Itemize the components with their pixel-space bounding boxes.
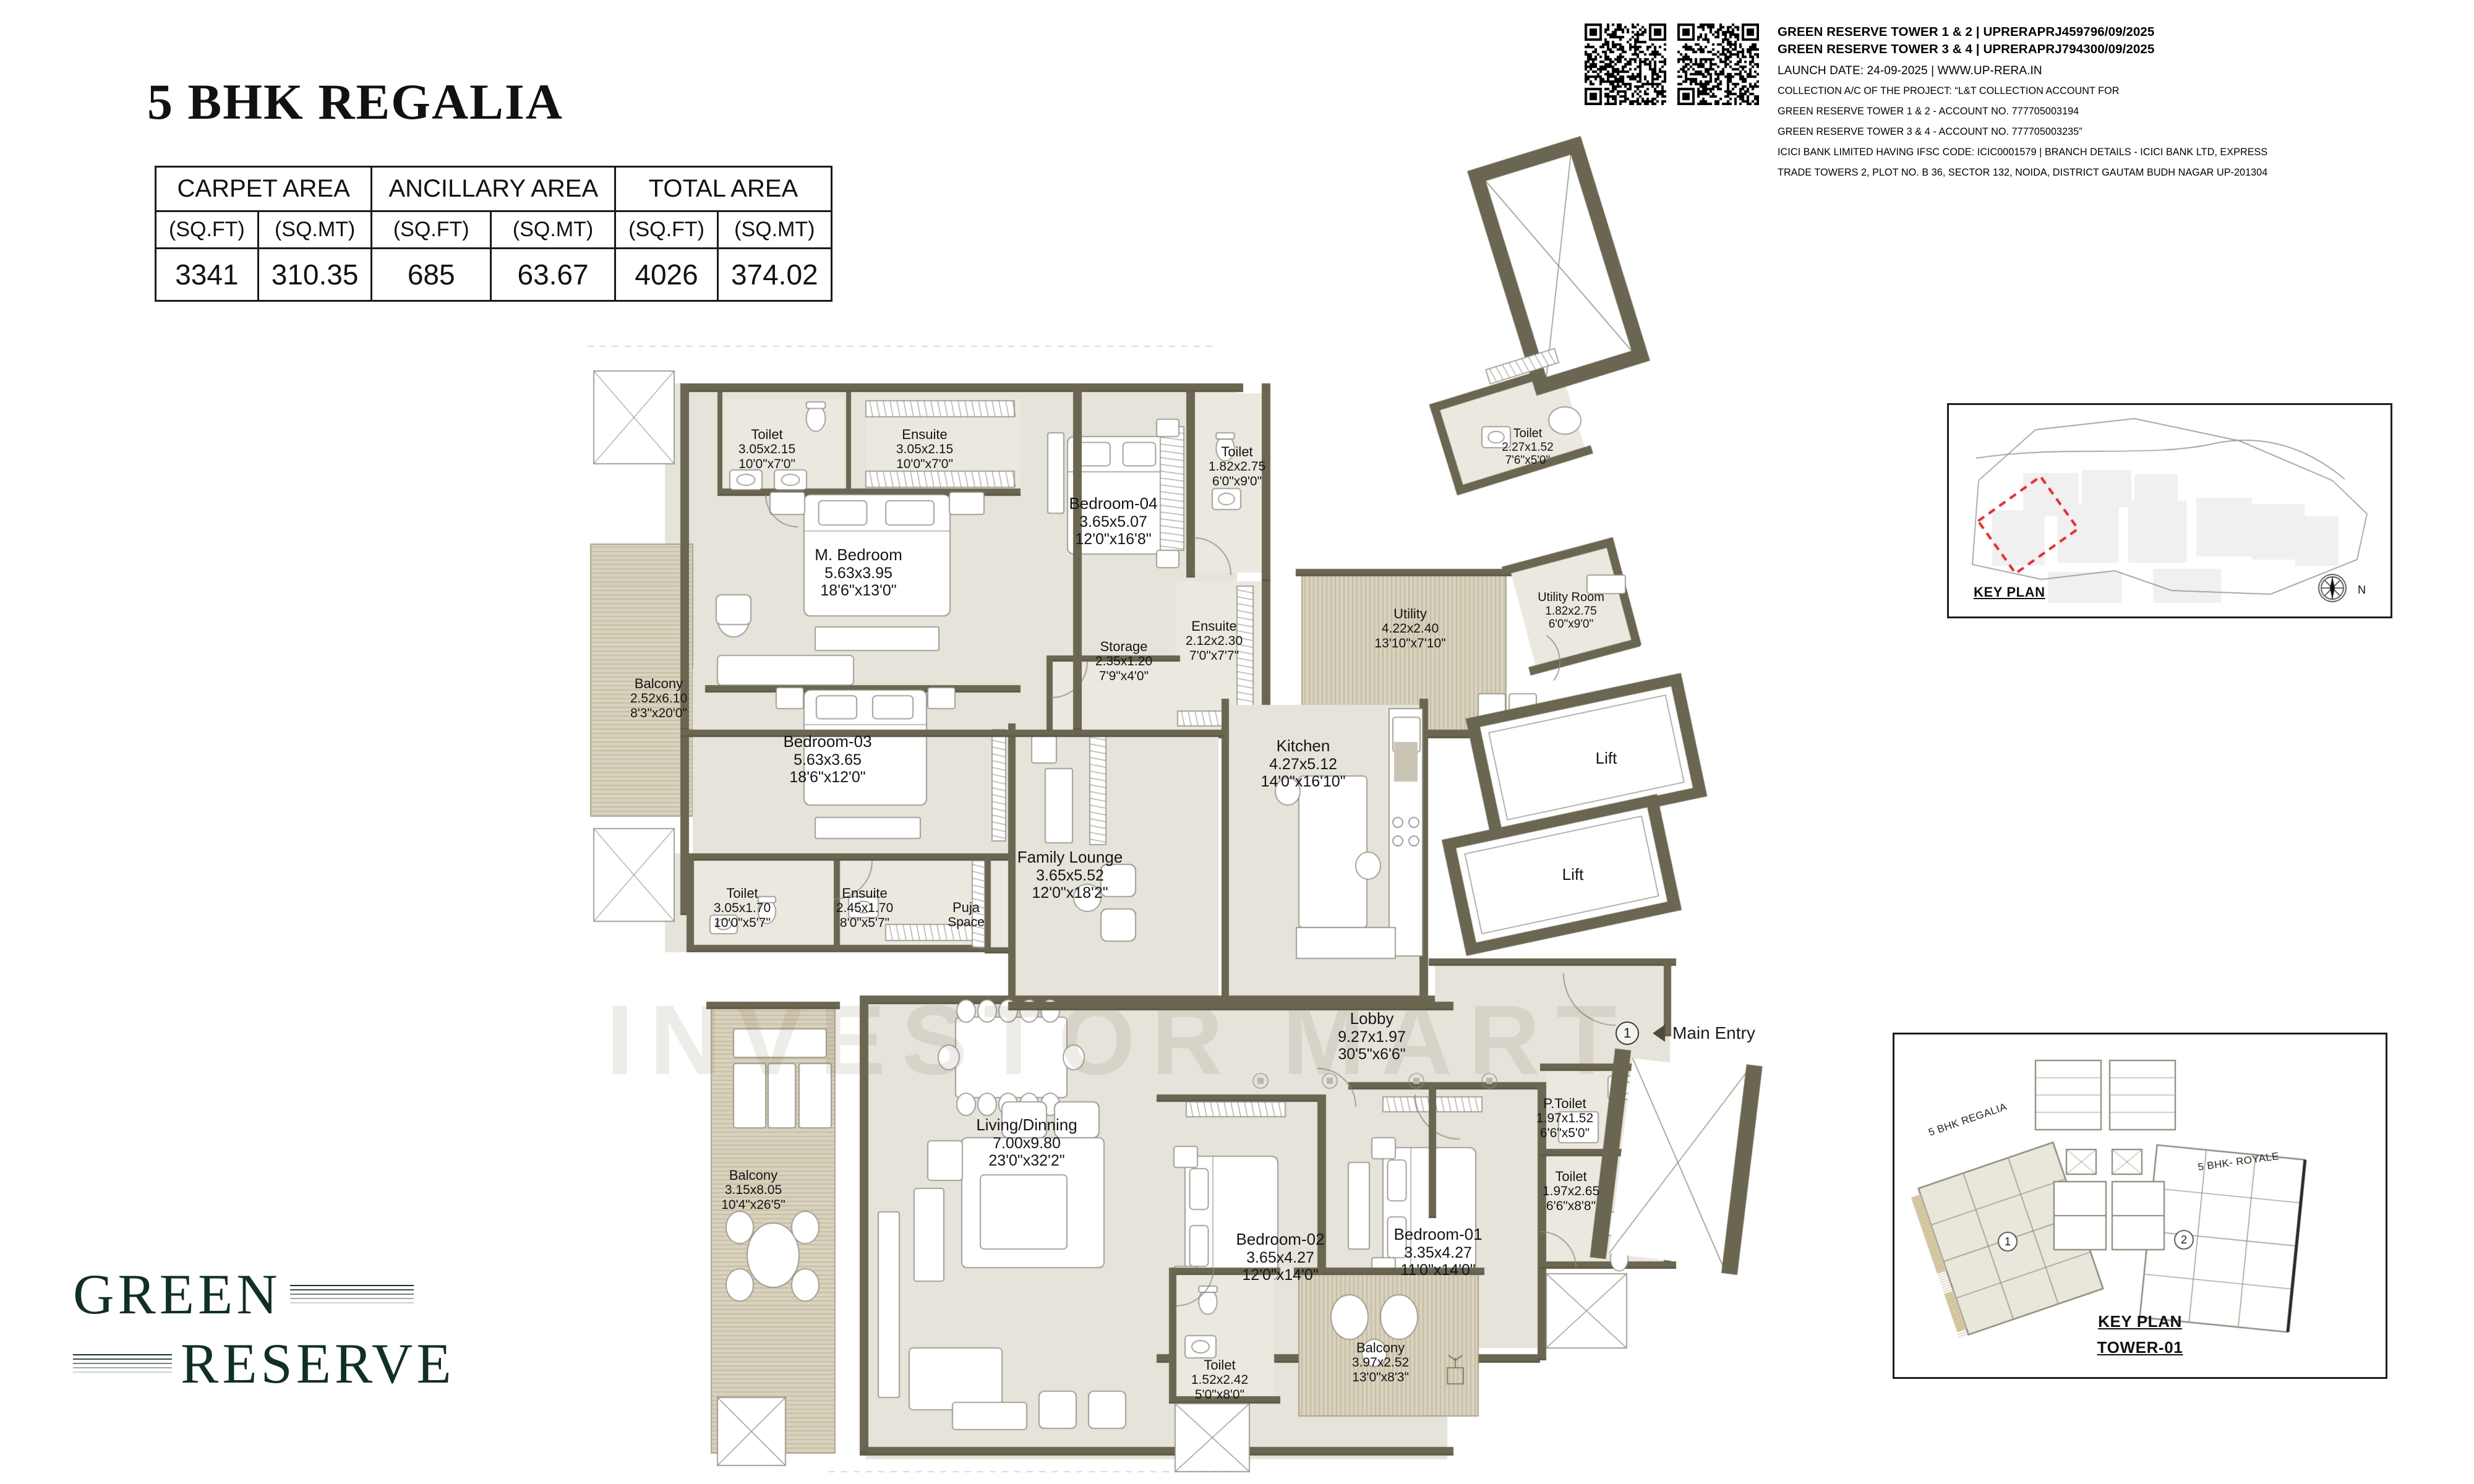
- logo-text-reserve: RESERVE: [181, 1332, 455, 1395]
- logo-row-green: GREEN: [73, 1261, 506, 1327]
- key-plan-tower-drawing: [1894, 1034, 2386, 1377]
- key-plan-tower-title: KEY PLAN: [2098, 1312, 2182, 1331]
- compass-icon: [2315, 571, 2350, 605]
- logo-row-reserve: RESERVE: [73, 1331, 506, 1396]
- entry-marker-1: 1: [1616, 1021, 1639, 1045]
- key-plan-site-panel: KEY PLAN N: [1947, 403, 2392, 618]
- arrow-left-icon: [1653, 1025, 1665, 1042]
- logo-text-green: GREEN: [73, 1263, 281, 1326]
- key-plan-tower-panel: 5 BHK REGALIA 5 BHK- ROYALE KEY PLAN TOW…: [1893, 1033, 2387, 1379]
- main-entry-annotation: Main Entry: [1653, 1023, 1755, 1043]
- compass-north-label: N: [2358, 584, 2366, 596]
- main-entry-label: Main Entry: [1672, 1023, 1755, 1043]
- logo-stripes-left-icon: [73, 1354, 172, 1373]
- key-plan-title: KEY PLAN: [1974, 584, 2045, 600]
- green-reserve-logo: GREEN RESERVE: [73, 1261, 506, 1422]
- logo-stripes-right-icon: [289, 1285, 414, 1303]
- key-plan-tower-subtitle: TOWER-01: [2097, 1338, 2183, 1357]
